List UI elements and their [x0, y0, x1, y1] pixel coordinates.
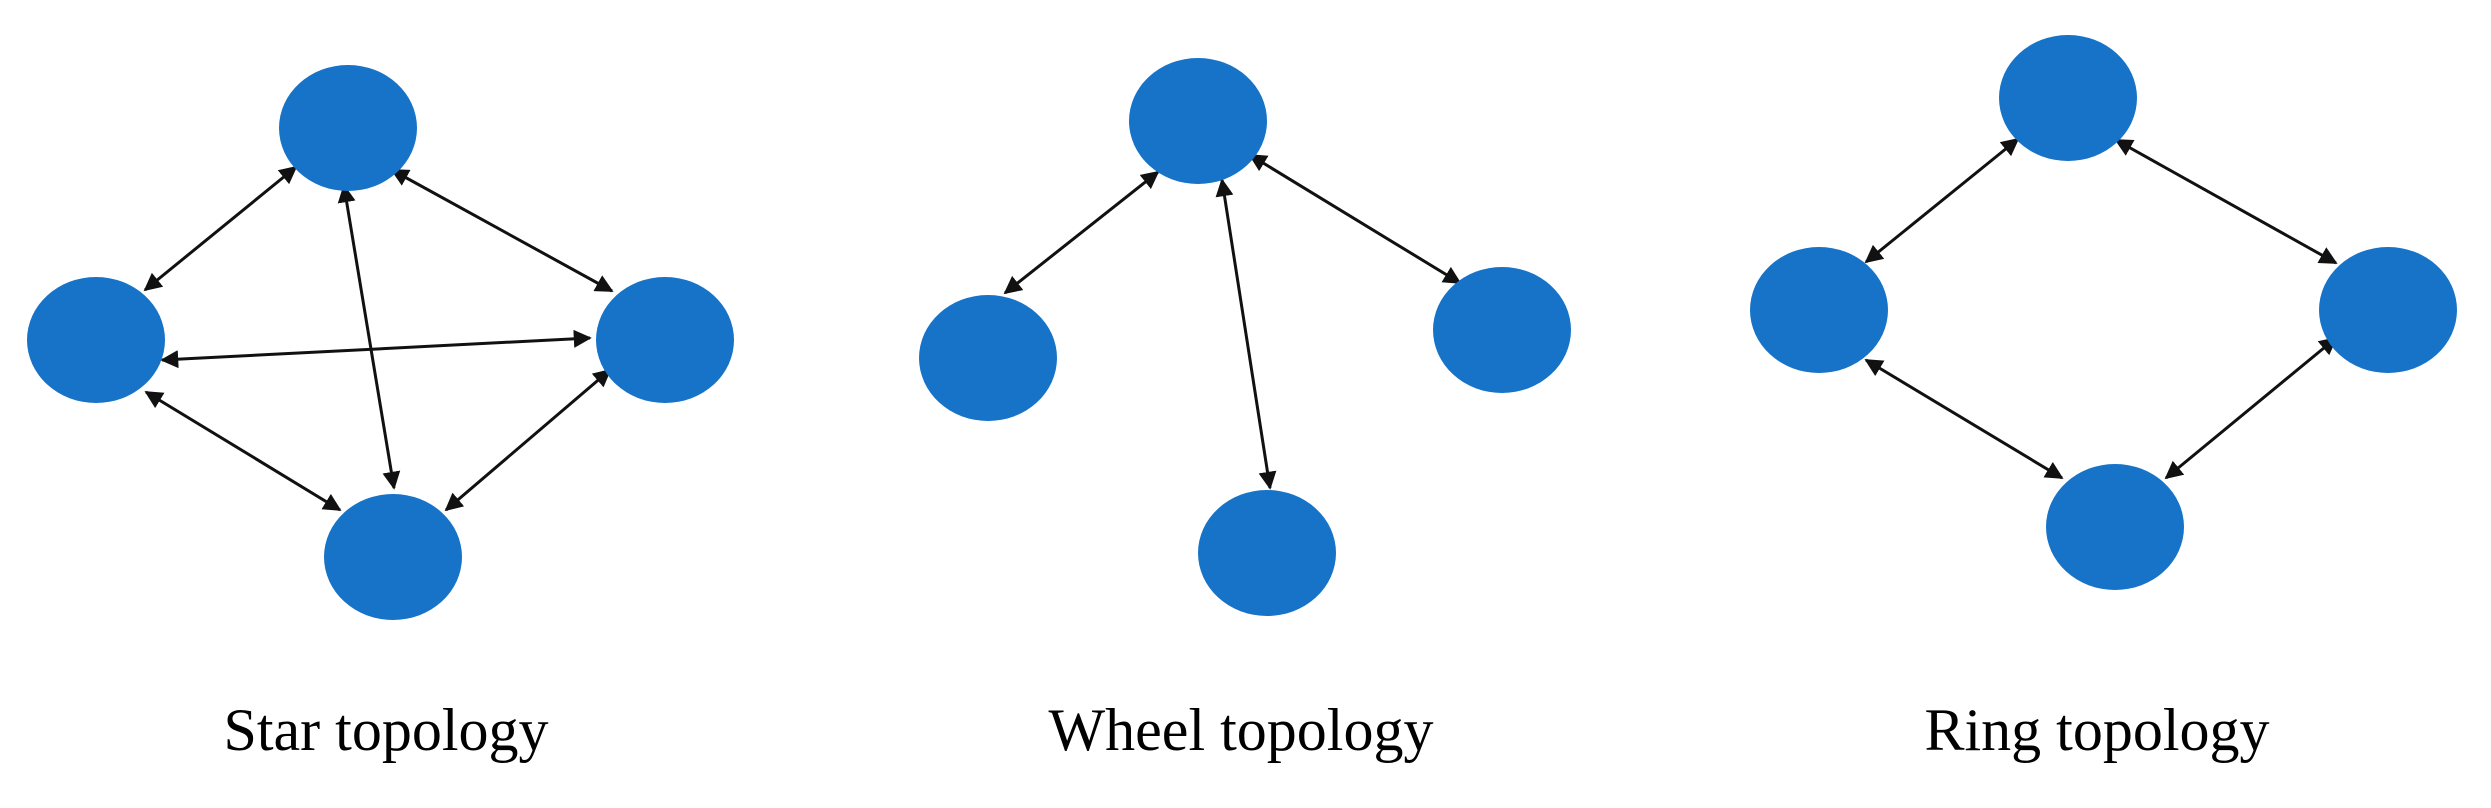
star-edge-top-right [390, 168, 614, 293]
star-edge-left-right [160, 329, 592, 369]
ring-edge-right-bottom [2164, 336, 2338, 480]
wheel-node-bottom [1198, 490, 1336, 616]
wheel-node-right [1433, 267, 1571, 393]
star-edge-left-bottom [144, 390, 342, 512]
star-topology-caption: Star topology [223, 697, 549, 763]
star-edge-right-bottom [444, 368, 612, 512]
ring-edge-top-right [2114, 138, 2338, 265]
ring-node-bottom [2046, 464, 2184, 590]
ring-node-top [1999, 35, 2137, 161]
wheel-edge-top-right [1248, 153, 1462, 285]
ring-node-left [1750, 247, 1888, 373]
star-edge-top-left [143, 165, 298, 292]
wheel-edge-top-bottom [1215, 178, 1277, 490]
star-node-right [596, 277, 734, 403]
ring-edge-top-left [1864, 137, 2020, 264]
wheel-topology-diagram [919, 58, 1571, 616]
ring-topology-caption: Ring topology [1924, 697, 2270, 763]
wheel-edge-top-left [1003, 170, 1160, 295]
star-node-bottom [324, 494, 462, 620]
star-node-top [279, 65, 417, 191]
ring-edge-left-bottom [1864, 358, 2064, 480]
wheel-node-top [1129, 58, 1267, 184]
star-node-left [27, 277, 165, 403]
wheel-node-left [919, 295, 1057, 421]
wheel-topology-caption: Wheel topology [1048, 697, 1434, 763]
ring-topology-diagram [1750, 35, 2457, 590]
ring-node-right [2319, 247, 2457, 373]
star-topology-diagram [27, 65, 734, 620]
star-edge-top-bottom [337, 184, 401, 490]
